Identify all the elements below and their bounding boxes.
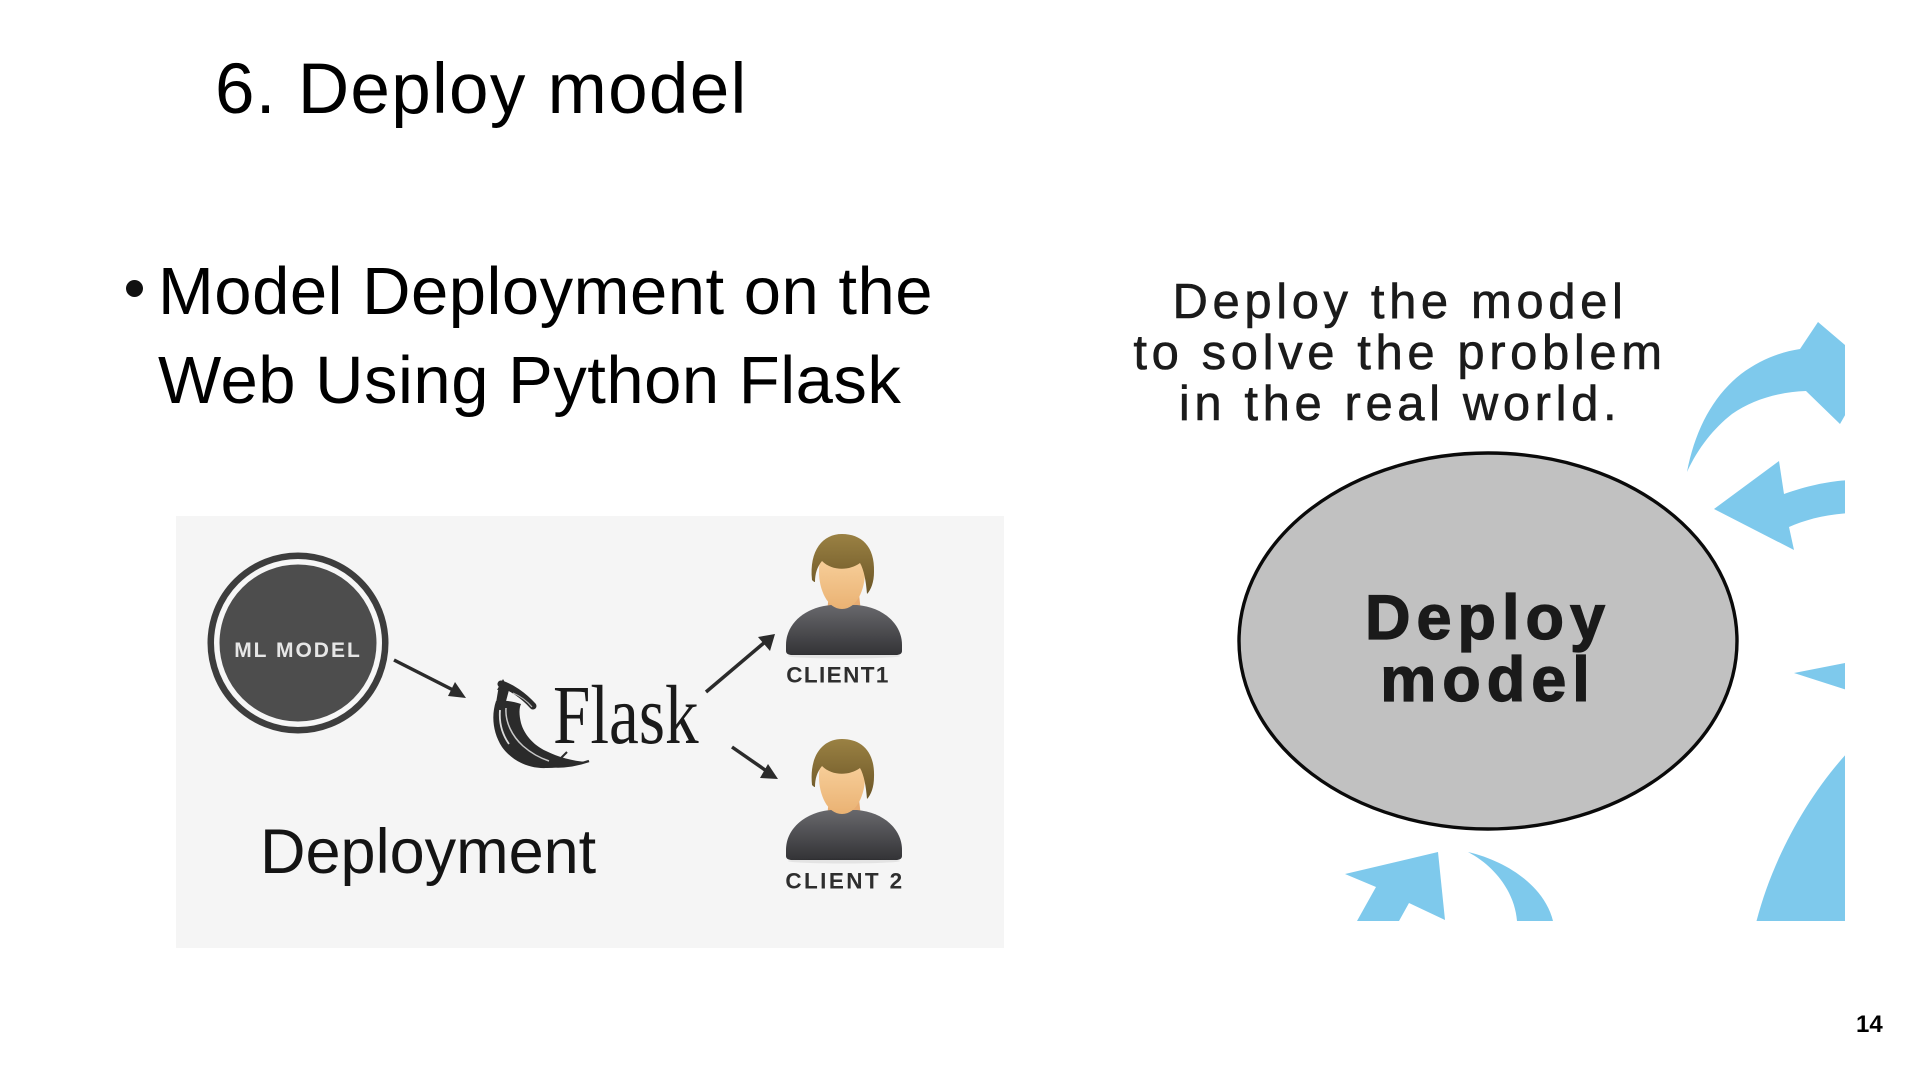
svg-text:Flask: Flask <box>553 669 699 762</box>
svg-text:CLIENT1: CLIENT1 <box>786 663 890 688</box>
svg-text:ML MODEL: ML MODEL <box>234 639 362 662</box>
svg-text:Deployment: Deployment <box>260 817 597 887</box>
svg-text:CLIENT 2: CLIENT 2 <box>785 869 904 894</box>
